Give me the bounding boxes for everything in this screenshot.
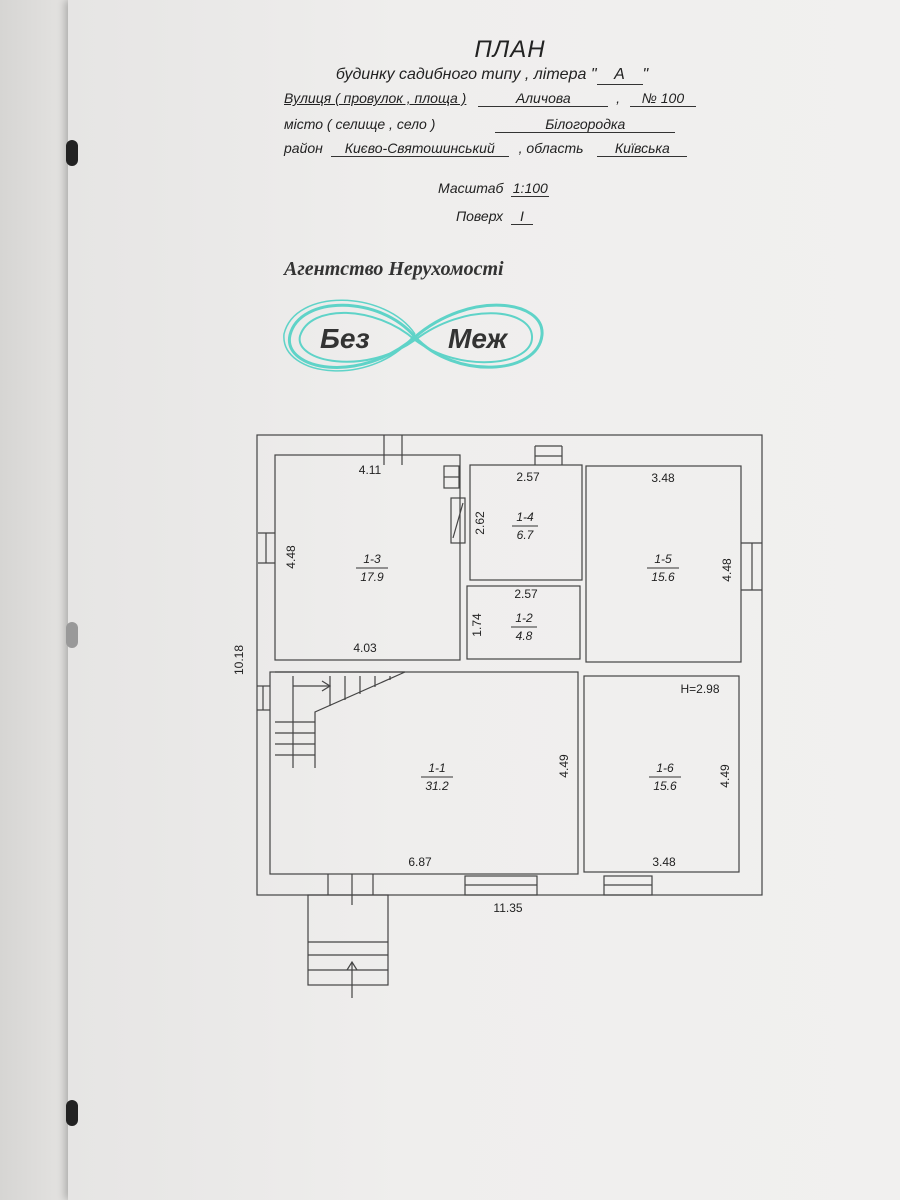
room-id-1-3: 1-3 — [363, 552, 381, 566]
binder-hole — [66, 140, 78, 166]
room-outline-1-1 — [269, 671, 579, 875]
window — [464, 875, 538, 896]
region-value: Київська — [597, 140, 688, 157]
scale-label: Масштаб — [438, 180, 504, 196]
room-id-1-1: 1-1 — [428, 761, 445, 775]
logo-word-2: Меж — [448, 323, 509, 354]
dim-1-2-left: 1.74 — [470, 613, 484, 637]
dim-1-2-top: 2.57 — [514, 587, 538, 601]
city-label: місто ( селище , село ) — [284, 116, 436, 132]
dim-total-bottom: 11.35 — [493, 901, 522, 915]
house-number: № 100 — [629, 90, 696, 107]
region-label: , область — [518, 140, 584, 156]
room-area-1-2: 4.8 — [516, 629, 533, 643]
room-outline-1-3 — [274, 454, 461, 661]
room-area-1-3: 17.9 — [360, 570, 384, 584]
binder-hole — [66, 1100, 78, 1126]
room-area-1-5: 15.6 — [651, 570, 675, 584]
document-sheet — [68, 0, 900, 1200]
window — [534, 445, 563, 465]
street-row: Вулиця ( провулок , площа ) Аличова , № … — [284, 90, 696, 107]
window — [741, 542, 762, 591]
door — [383, 435, 403, 465]
room-id-1-4: 1-4 — [516, 510, 534, 524]
city-value: Білогородка — [495, 116, 676, 133]
street-value: Аличова — [478, 90, 609, 107]
city-row: місто ( селище , село ) Білогородка — [284, 116, 676, 133]
room-id-1-6: 1-6 — [656, 761, 674, 775]
floor-row: Поверх I — [456, 208, 533, 225]
underlying-page — [0, 0, 68, 1200]
window — [603, 875, 653, 896]
window — [257, 685, 270, 711]
room-outline-1-6 — [583, 675, 740, 873]
district-label: район — [284, 140, 323, 156]
district-value: Києво-Святошинський — [330, 140, 509, 157]
dim-1-6-right: 4.49 — [718, 764, 732, 788]
room-outline-1-5 — [585, 465, 742, 663]
dim-1-4-top: 2.57 — [516, 470, 540, 484]
plan-title: ПЛАН — [474, 36, 546, 63]
dim-1-4-left: 2.62 — [473, 511, 487, 535]
scale-value: 1:100 — [511, 180, 550, 197]
dim-1-5-right: 4.48 — [720, 558, 734, 582]
room-outline-1-2 — [466, 585, 581, 660]
dim-1-6-bottom: 3.48 — [652, 855, 676, 869]
dim-1-3-bottom: 4.03 — [353, 641, 377, 655]
floor-label: Поверх — [456, 208, 504, 224]
room-id-1-2: 1-2 — [515, 611, 533, 625]
dim-1-1-bottom: 6.87 — [408, 855, 432, 869]
entrance-door — [327, 874, 374, 905]
quote-end: " — [642, 66, 649, 83]
logo-word-1: Без — [320, 323, 370, 354]
plan-subtitle: будинку садибного типу , літера "А" — [262, 66, 722, 85]
agency-name: Агентство Нерухомості — [284, 258, 504, 280]
room-id-1-5: 1-5 — [654, 552, 672, 566]
room-outline-1-4 — [469, 464, 583, 581]
agency-logo: Без Меж — [283, 299, 544, 372]
room-area-1-6: 15.6 — [653, 779, 677, 793]
interior-stair — [275, 671, 406, 768]
ceiling-height: H=2.98 — [680, 682, 719, 696]
subtitle-text: будинку садибного типу , літера " — [335, 66, 597, 83]
letter-value: А — [596, 66, 643, 85]
room-area-1-1: 31.2 — [425, 779, 449, 793]
number-separator: , — [616, 90, 621, 106]
room-area-1-4: 6.7 — [517, 528, 535, 542]
dim-1-3-left: 4.48 — [284, 545, 298, 569]
outer-wall — [256, 434, 763, 896]
district-row: район Києво-Святошинський , область Київ… — [284, 140, 688, 157]
street-label: Вулиця ( провулок , площа ) — [284, 90, 467, 106]
dim-1-1-right: 4.49 — [557, 754, 571, 778]
scale-row: Масштаб 1:100 — [438, 180, 550, 197]
floor-value: I — [510, 208, 533, 225]
dim-1-3-top: 4.11 — [359, 463, 382, 477]
window — [258, 532, 275, 564]
exterior-steps — [307, 894, 389, 998]
dim-total-left: 10.18 — [232, 645, 246, 675]
binder-hole — [66, 622, 78, 648]
dim-1-5-top: 3.48 — [651, 471, 675, 485]
fireplace-symbol — [450, 497, 466, 544]
